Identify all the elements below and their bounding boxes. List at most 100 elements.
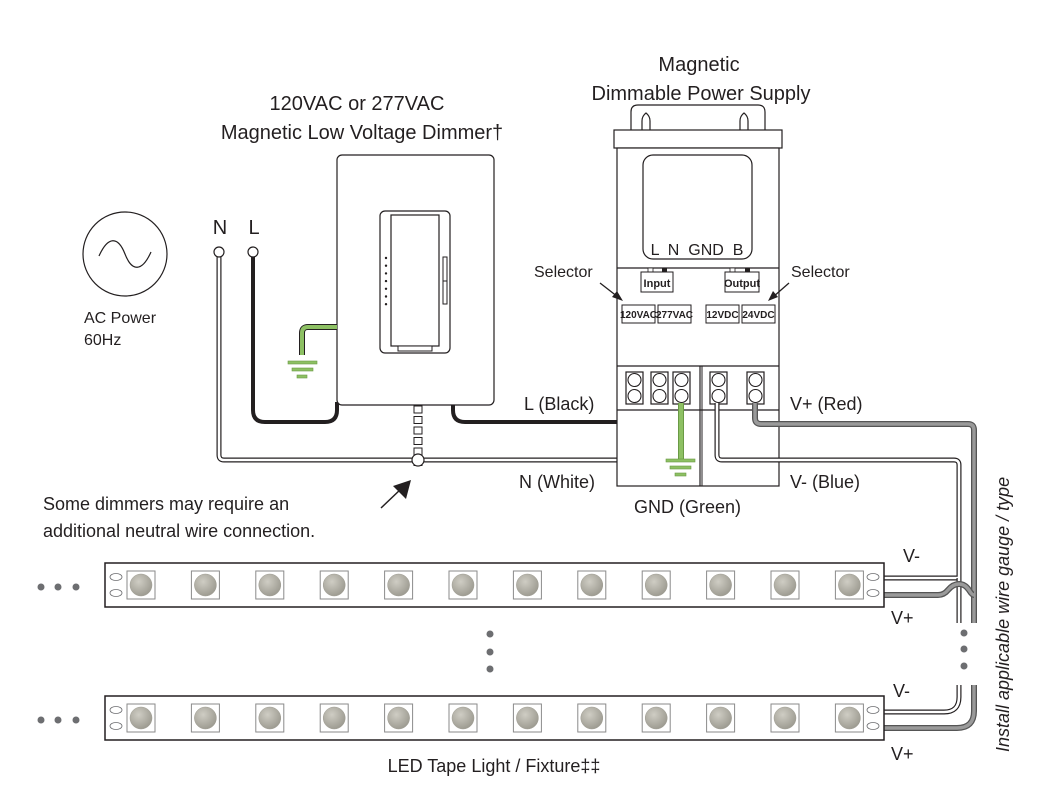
psu-terminal-blocks: [625, 371, 765, 405]
led-chip: [838, 573, 861, 597]
led-chip: [644, 706, 668, 730]
led-chip: [387, 706, 410, 730]
neutral-note-line1: Some dimmers may require an: [43, 494, 289, 514]
dimmer-paddle-base: [397, 345, 433, 352]
input-option-120vac: 120VAC: [620, 304, 657, 324]
solder-pad: [109, 706, 123, 714]
neutral-wire-label: N (White): [519, 472, 595, 492]
output-option-24vdc: 24VDC: [741, 304, 776, 324]
dimmer-ground-wire: [300, 325, 337, 355]
solder-pad: [109, 589, 123, 597]
led-chip: [773, 706, 797, 730]
input-selector-switch[interactable]: Input: [640, 267, 674, 293]
ac-frequency-label: 60Hz: [84, 332, 121, 349]
led-chip: [709, 706, 732, 730]
dimmer-title-line1: 120VAC or 277VAC: [270, 93, 445, 115]
indicator-dot: [384, 287, 388, 290]
ground-wire-label: GND (Green): [634, 497, 741, 517]
strip2-vminus-label: V-: [893, 681, 910, 701]
solder-pad: [109, 722, 123, 730]
ac-power-source: [82, 211, 168, 297]
wire-continuation-dots-icon: [960, 629, 968, 670]
led-strip-body: [104, 562, 885, 608]
strip2-leading-dots-icon: [37, 716, 80, 724]
terminal-block: [672, 371, 691, 405]
solder-pad: [866, 722, 880, 730]
output-selector-label: Selector: [791, 264, 850, 281]
keyhole-right-icon: [739, 112, 749, 131]
psu-ground-symbol-icon: [665, 458, 696, 477]
solder-pad: [109, 573, 123, 581]
dimmer-ground-wire-outline: [299, 324, 337, 355]
led-chip: [838, 706, 861, 730]
svg-text:24VDC: 24VDC: [742, 310, 774, 321]
strip2-vminus-wire: [879, 685, 962, 715]
wire-gauge-note: Install applicable wire gauge / type: [993, 477, 1013, 752]
strip1-vminus-label: V-: [903, 546, 920, 566]
dimmer-paddle[interactable]: [390, 214, 440, 347]
led-strip-2: [104, 695, 885, 741]
input-selector-arrow-icon: [599, 282, 623, 301]
neutral-terminal-label: N: [213, 217, 227, 239]
terminal-block: [625, 371, 644, 405]
led-strips: [104, 562, 885, 741]
neutral-dash: [413, 416, 423, 424]
psu-label-window: [642, 154, 753, 260]
terminal-screw: [748, 372, 763, 388]
indicator-dot: [384, 279, 388, 283]
led-chip: [194, 706, 217, 730]
terminal-screw: [652, 372, 667, 388]
vplus-wire: [752, 403, 977, 623]
led-chip: [516, 706, 539, 730]
led-chip: [387, 573, 410, 597]
output-switch-label: Output: [724, 278, 760, 290]
terminal-screw: [627, 388, 642, 404]
solder-pad: [866, 589, 880, 597]
indicator-dot: [384, 295, 388, 298]
led-chip: [322, 573, 346, 597]
neutral-terminal: [213, 246, 225, 258]
output-selector-switch[interactable]: Output: [724, 267, 760, 293]
input-option-277vac: 277VAC: [656, 304, 693, 324]
output-option-12vdc: 12VDC: [705, 304, 740, 324]
indicator-dot: [384, 256, 388, 260]
led-chip: [258, 706, 282, 730]
psu-title-line2: Dimmable Power Supply: [592, 83, 811, 105]
svg-text:12VDC: 12VDC: [706, 310, 738, 321]
input-switch-label: Input: [644, 278, 671, 290]
indicator-dot: [384, 272, 388, 275]
terminal-screw: [711, 372, 726, 388]
psu-mounting-bracket: [630, 104, 766, 131]
led-chip: [129, 706, 153, 730]
led-chip: [451, 573, 475, 597]
led-chip: [516, 573, 539, 597]
strip-continuation-dots-icon: [486, 630, 494, 673]
psu-title-line1: Magnetic: [658, 54, 739, 76]
psu-top-cap: [613, 129, 783, 149]
strip1-leading-dots-icon: [37, 583, 80, 591]
led-chip: [644, 573, 668, 597]
vminus-wire-label: V- (Blue): [790, 472, 860, 492]
terminal-screw: [627, 372, 642, 388]
neutral-dash: [413, 405, 423, 414]
neutral-dash: [413, 426, 423, 435]
output-selector-arrow-icon: [768, 282, 790, 301]
terminal-screw: [748, 388, 763, 404]
terminal-screw: [674, 372, 689, 388]
line-terminal: [247, 246, 259, 258]
led-chip: [773, 573, 797, 597]
ac-power-label: AC Power: [84, 310, 157, 327]
led-chip: [129, 573, 153, 597]
terminal-screw: [711, 388, 726, 404]
led-chip: [322, 706, 346, 730]
led-chip: [451, 706, 475, 730]
strip1-vplus-label: V+: [891, 608, 914, 628]
led-strip-body: [104, 695, 885, 741]
svg-text:277VAC: 277VAC: [656, 310, 693, 321]
solder-pad: [866, 573, 880, 581]
terminal-block: [650, 371, 669, 405]
line-wire-in: [251, 253, 339, 424]
line-wire-label: L (Black): [524, 394, 594, 414]
strip2-vplus-wire: [879, 685, 977, 731]
